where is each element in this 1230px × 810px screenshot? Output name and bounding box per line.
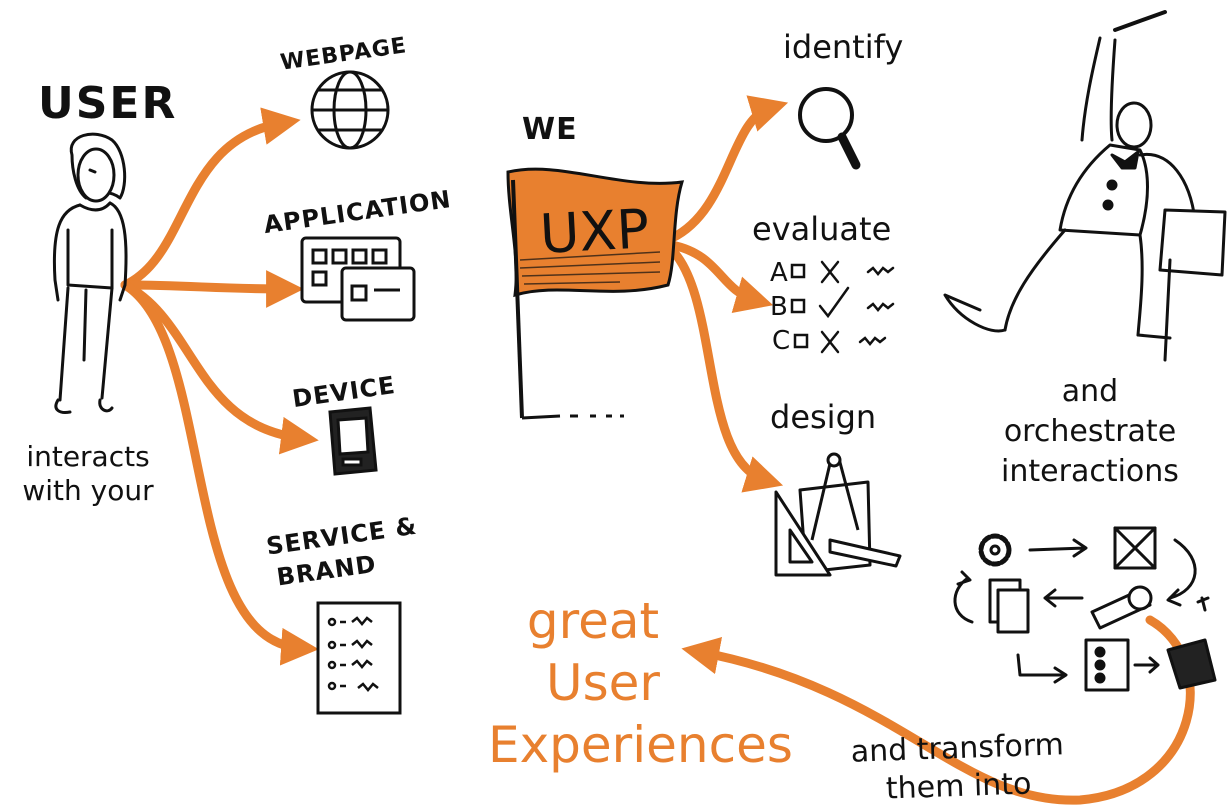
uxp-arrows — [667, 95, 789, 493]
identify-label: identify — [783, 28, 904, 66]
conductor-figure — [943, 10, 1227, 362]
transform-line-2: them into — [885, 766, 1032, 807]
interacts-line-2: with your — [22, 474, 154, 507]
uxp-flag — [506, 167, 685, 420]
evaluate-label: evaluate — [752, 210, 892, 248]
result-line-3: Experiences — [488, 716, 793, 774]
transform-line-1: and transform — [850, 727, 1065, 770]
abc-evaluation-icon — [790, 260, 895, 354]
traffic-light-icon — [1084, 638, 1130, 692]
transform-caption: and transform them into — [847, 726, 1070, 810]
interacts-caption: interacts with your — [18, 440, 158, 508]
orchestrate-line-1: and — [1061, 374, 1119, 409]
flag-uxp-text: UXP — [538, 197, 651, 266]
result-line-1: great — [526, 592, 660, 650]
user-arrows — [120, 107, 319, 666]
design-label: design — [770, 398, 877, 436]
arrow-to-webpage — [120, 107, 301, 290]
app-windows-icon — [300, 236, 416, 322]
interaction-flow — [953, 526, 1217, 692]
evaluate-row-b: B — [770, 292, 788, 322]
result-line-2: User — [546, 654, 660, 712]
checklist-icon — [316, 601, 402, 715]
arrow-to-evaluate — [667, 240, 774, 313]
orchestrate-caption: and orchestrate interactions — [990, 372, 1190, 492]
gear-icon — [978, 533, 1012, 567]
orchestrate-line-2: orchestrate — [1003, 414, 1177, 449]
tablet-icon — [1166, 638, 1217, 690]
arrow-to-application — [120, 270, 304, 308]
drafting-tools-icon — [774, 452, 902, 577]
cycle-arrow-icon — [953, 570, 974, 624]
arrow-right-icon — [1028, 538, 1088, 558]
evaluate-row-a: A — [770, 258, 788, 288]
magnifier-icon — [798, 87, 861, 170]
result-text: great User Experiences — [488, 590, 793, 776]
arrow-to-identify — [667, 95, 789, 243]
we-label: WE — [522, 112, 578, 147]
mobile-device-icon — [328, 406, 378, 476]
user-figure — [52, 132, 128, 414]
user-label: USER — [38, 78, 178, 129]
orchestrate-line-3: interactions — [1001, 454, 1179, 489]
arrow-to-design — [667, 245, 784, 493]
globe-icon — [310, 70, 390, 150]
evaluate-row-c: C — [772, 326, 791, 356]
arrow-to-service — [120, 280, 319, 666]
interacts-line-1: interacts — [26, 440, 150, 473]
